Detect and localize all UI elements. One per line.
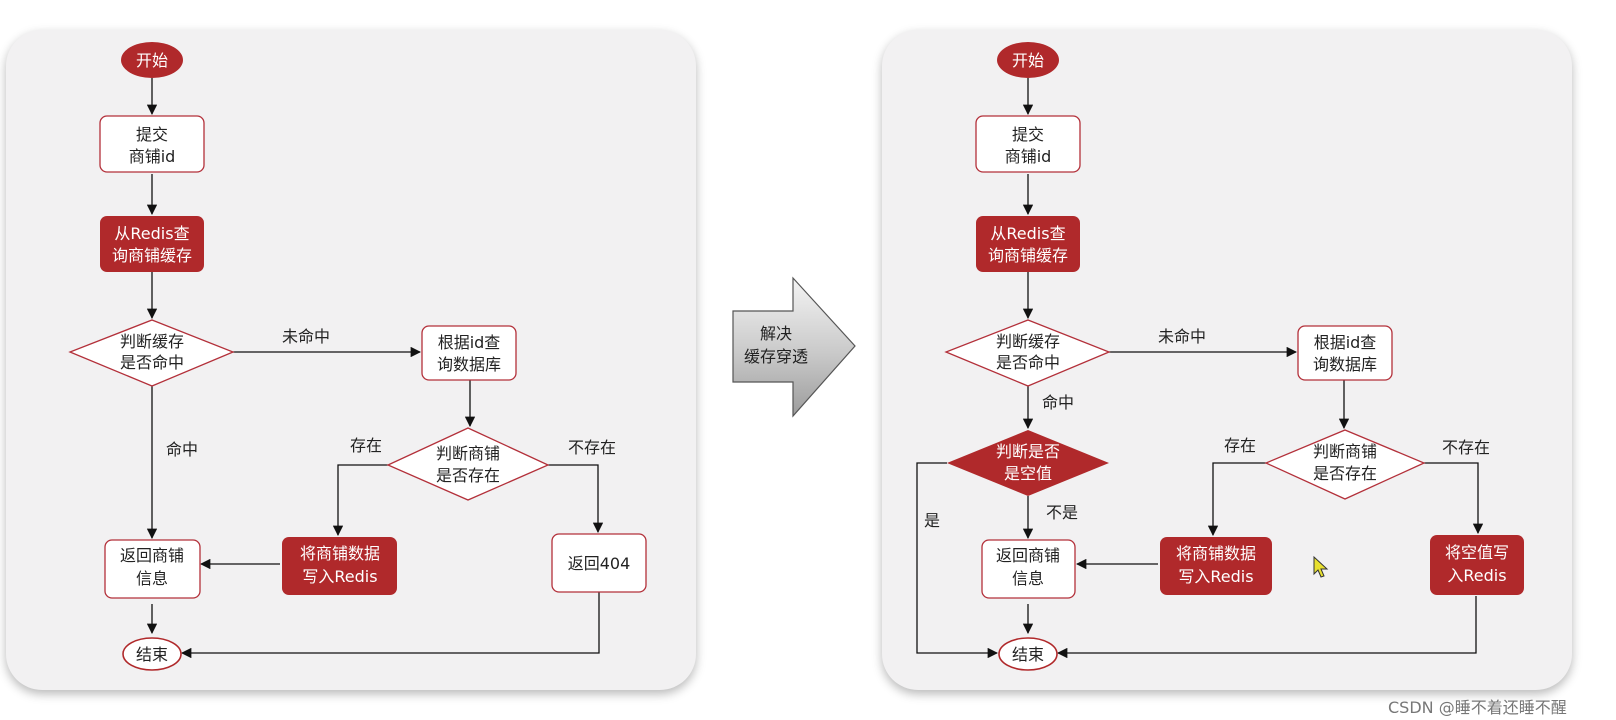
left-judge-cache-diamond: 判断缓存 是否命中 [68, 319, 235, 387]
svg-text:是否存在: 是否存在 [436, 466, 500, 485]
svg-text:开始: 开始 [1012, 51, 1044, 70]
right-return-info-box: 返回商铺 信息 [981, 539, 1076, 599]
left-query-db-box: 根据id查 询数据库 [421, 325, 517, 381]
left-judge-exist-diamond: 判断商铺 是否存在 [386, 427, 550, 501]
svg-text:是否命中: 是否命中 [120, 353, 184, 372]
svg-text:商铺id: 商铺id [1005, 147, 1052, 166]
solution-arrow-label-line2: 缓存穿透 [744, 347, 808, 366]
svg-text:入Redis: 入Redis [1447, 566, 1506, 585]
svg-text:结束: 结束 [136, 645, 168, 664]
svg-text:判断商铺: 判断商铺 [1313, 442, 1377, 461]
right-submit-box: 提交 商铺id [975, 115, 1081, 173]
left-miss-label: 未命中 [282, 327, 330, 346]
svg-text:写入Redis: 写入Redis [1178, 567, 1253, 586]
right-write-redis-box: 将商铺数据 写入Redis [1160, 537, 1272, 595]
svg-text:是否存在: 是否存在 [1313, 464, 1377, 483]
right-judge-exist-diamond: 判断商铺 是否存在 [1264, 429, 1426, 500]
svg-text:返回商铺: 返回商铺 [996, 546, 1060, 565]
svg-text:询商铺缓存: 询商铺缓存 [112, 246, 192, 265]
svg-text:将商铺数据: 将商铺数据 [1176, 544, 1256, 563]
right-write-null-box: 将空值写 入Redis [1430, 535, 1524, 595]
right-exist-label: 存在 [1224, 436, 1256, 455]
left-write-redis-box: 将商铺数据 写入Redis [282, 537, 397, 595]
left-return-404-box: 返回404 [551, 533, 647, 593]
svg-text:信息: 信息 [136, 569, 168, 588]
svg-text:开始: 开始 [136, 51, 168, 70]
right-no-label: 不是 [1046, 503, 1078, 522]
svg-text:询商铺缓存: 询商铺缓存 [988, 246, 1068, 265]
solution-arrow-label-line1: 解决 [760, 324, 792, 343]
left-not-exist-label: 不存在 [568, 438, 616, 457]
svg-text:是否命中: 是否命中 [996, 353, 1060, 372]
svg-text:返回商铺: 返回商铺 [120, 546, 184, 565]
right-query-redis-box: 从Redis查 询商铺缓存 [976, 216, 1080, 272]
svg-text:从Redis查: 从Redis查 [114, 224, 189, 243]
svg-text:判断商铺: 判断商铺 [436, 444, 500, 463]
svg-text:判断是否: 判断是否 [996, 442, 1060, 461]
right-judge-null-diamond: 判断是否 是空值 [947, 430, 1109, 496]
right-flowchart [916, 78, 1484, 659]
svg-text:从Redis查: 从Redis查 [990, 224, 1065, 243]
left-flowchart [146, 78, 604, 659]
mouse-cursor-icon [1313, 555, 1329, 578]
csdn-watermark: CSDN @睡不着还睡不醒 [1388, 698, 1567, 717]
svg-text:信息: 信息 [1012, 569, 1044, 588]
svg-text:将商铺数据: 将商铺数据 [300, 544, 380, 563]
svg-text:判断缓存: 判断缓存 [996, 332, 1060, 351]
left-query-redis-box: 从Redis查 询商铺缓存 [100, 216, 204, 272]
svg-text:询数据库: 询数据库 [1313, 355, 1377, 374]
left-end-node: 结束 [122, 637, 182, 671]
right-query-db-box: 根据id查 询数据库 [1297, 325, 1393, 381]
right-yes-label: 是 [924, 511, 940, 530]
svg-text:提交: 提交 [136, 125, 168, 144]
right-hit-label: 命中 [1042, 393, 1074, 412]
svg-text:商铺id: 商铺id [129, 147, 176, 166]
svg-text:结束: 结束 [1012, 645, 1044, 664]
svg-text:判断缓存: 判断缓存 [120, 332, 184, 351]
svg-text:根据id查: 根据id查 [438, 333, 501, 352]
right-miss-label: 未命中 [1158, 327, 1206, 346]
svg-text:提交: 提交 [1012, 125, 1044, 144]
svg-text:写入Redis: 写入Redis [302, 567, 377, 586]
solution-arrow: 解决 缓存穿透 [732, 276, 856, 418]
svg-text:询数据库: 询数据库 [437, 355, 501, 374]
left-return-info-box: 返回商铺 信息 [104, 539, 201, 599]
svg-text:返回404: 返回404 [568, 554, 631, 573]
left-submit-box: 提交 商铺id [99, 115, 205, 173]
svg-text:将空值写: 将空值写 [1445, 543, 1509, 562]
left-exist-label: 存在 [350, 436, 382, 455]
right-judge-cache-diamond: 判断缓存 是否命中 [944, 319, 1111, 387]
svg-text:根据id查: 根据id查 [1314, 333, 1377, 352]
left-hit-label: 命中 [166, 440, 198, 459]
left-start-node: 开始 [121, 42, 183, 78]
svg-text:是空值: 是空值 [1004, 464, 1052, 483]
right-end-node: 结束 [998, 637, 1058, 671]
right-start-node: 开始 [997, 42, 1059, 78]
right-not-exist-label: 不存在 [1442, 438, 1490, 457]
